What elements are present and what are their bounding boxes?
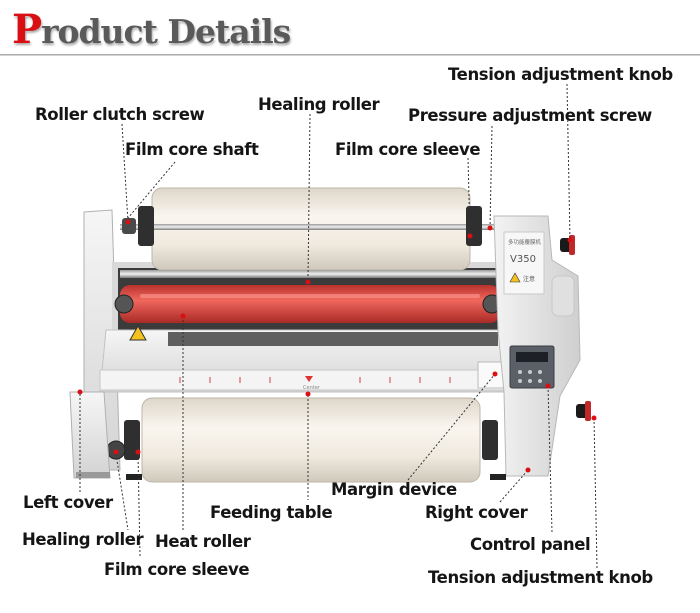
header-rule xyxy=(0,54,700,56)
label-feeding-table: Feeding table xyxy=(210,503,333,522)
label-margin-device: Margin device xyxy=(331,480,457,499)
page-title: Product Details xyxy=(12,6,291,53)
heat-roller-red xyxy=(120,285,500,323)
label-pressure-adjustment-screw: Pressure adjustment screw xyxy=(408,106,652,125)
bottom-right-foot xyxy=(490,474,506,480)
feeding-table-ticks xyxy=(179,377,451,383)
plate-warning-icon xyxy=(509,272,521,283)
leader-margin xyxy=(407,373,496,481)
title-first-letter: P xyxy=(12,6,42,53)
leader-film-sleeve-top xyxy=(467,157,471,237)
control-display xyxy=(516,352,548,362)
model-plate xyxy=(503,231,545,295)
label-roller-clutch-screw: Roller clutch screw xyxy=(35,105,205,124)
model-text: V350 xyxy=(510,254,536,265)
label-right-cover: Right cover xyxy=(425,503,528,522)
center-mark xyxy=(305,376,313,382)
leader-film-sleeve-bottom xyxy=(137,453,141,557)
leader-right-cover xyxy=(499,469,529,503)
label-healing-roller-top: Healing roller xyxy=(258,95,380,114)
top-film-core-shaft xyxy=(120,224,496,230)
left-gear xyxy=(114,294,134,314)
left-foot xyxy=(76,472,110,478)
warning-sticker xyxy=(129,324,147,341)
label-tension-knob-top: Tension adjustment knob xyxy=(448,65,673,84)
label-tension-knob-bottom: Tension adjustment knob xyxy=(428,568,653,587)
dark-label-strip xyxy=(168,332,498,346)
heat-roller-highlight xyxy=(140,294,480,298)
title-rest: roduct Details xyxy=(41,12,291,51)
bottom-film-core-sleeve-left xyxy=(124,420,140,460)
left-cover xyxy=(69,391,111,479)
leader-lines xyxy=(79,83,598,569)
bottom-film-roll xyxy=(141,397,481,483)
model-plate-text: 多功能覆膜机 xyxy=(508,238,542,246)
plate-warning-text: 注意 xyxy=(523,275,535,283)
leader-pressure xyxy=(489,125,493,229)
upper-steel-bar xyxy=(120,270,500,278)
label-heat-roller: Heat roller xyxy=(155,532,251,551)
leader-tension-bottom xyxy=(593,417,598,569)
label-healing-roller-bottom: Healing roller xyxy=(22,530,144,549)
tension-knob-bottom xyxy=(576,401,591,421)
control-buttons xyxy=(518,370,542,383)
bottom-left-foot xyxy=(126,474,142,480)
margin-device-plate xyxy=(477,361,505,389)
header: Product Details xyxy=(0,0,700,56)
label-film-core-sleeve-top: Film core sleeve xyxy=(335,140,481,159)
label-control-panel: Control panel xyxy=(470,535,591,554)
leader-dots xyxy=(77,219,597,473)
center-mark-text: Center xyxy=(303,385,321,391)
top-film-core-sleeve-left xyxy=(138,206,154,246)
top-film-core-sleeve-right xyxy=(466,206,482,246)
leader-healing-bottom xyxy=(115,453,129,531)
tension-knob-top xyxy=(560,235,575,255)
bottom-film-core-sleeve-right xyxy=(482,420,498,460)
leader-control xyxy=(547,385,553,533)
leader-roller-clutch xyxy=(121,123,129,223)
label-left-cover: Left cover xyxy=(23,493,113,512)
right-side-vent xyxy=(551,275,575,317)
label-film-core-sleeve-bottom: Film core sleeve xyxy=(104,560,250,579)
label-film-core-shaft: Film core shaft xyxy=(125,140,259,159)
leader-film-core-shaft xyxy=(127,161,176,219)
